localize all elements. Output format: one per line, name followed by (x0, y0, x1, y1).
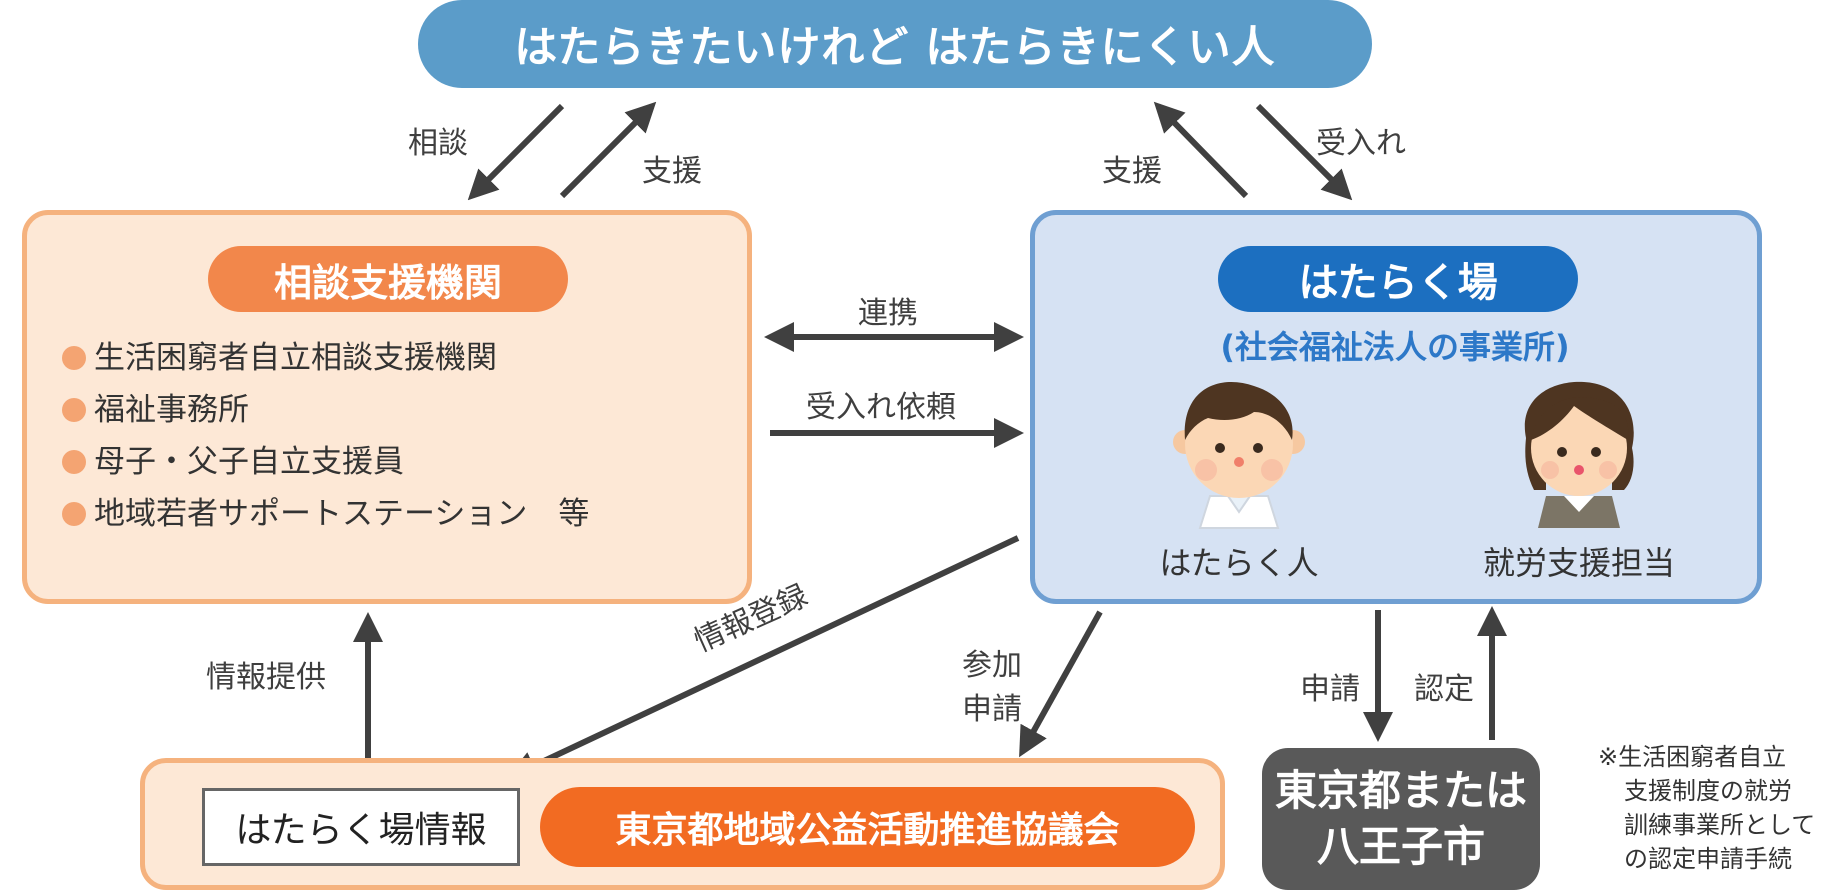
label-support-right: 支援 (1102, 154, 1162, 189)
bullet-icon (62, 502, 86, 526)
bullet-icon (62, 398, 86, 422)
label-certify: 認定 (1414, 672, 1474, 707)
footnote: ※生活困窮者自立 支援制度の就労 訓練事業所として の認定申請手続 (1598, 740, 1815, 876)
footnote-line: ※生活困窮者自立 (1598, 743, 1787, 771)
footnote-line: 訓練事業所として (1624, 811, 1816, 839)
arrow-info-register (506, 535, 1020, 780)
person-label-worker: はたらく人 (1159, 544, 1319, 582)
female-staff-icon (1524, 381, 1634, 528)
label-accept-request: 受入れ依頼 (806, 390, 956, 425)
arrow-participate (1019, 610, 1103, 758)
label-participate-1: 参加 (962, 648, 1022, 683)
consult-item: 福祉事務所 (62, 384, 589, 436)
consult-item: 地域若者サポートステーション 等 (62, 488, 589, 540)
bullet-icon (62, 450, 86, 474)
workplace-title: はたらく場 (1218, 246, 1578, 312)
male-worker-icon (1173, 381, 1305, 529)
label-support-left: 支援 (642, 154, 702, 189)
footnote-line: 支援制度の就労 (1624, 777, 1792, 805)
arrow-support-up-left (559, 101, 657, 199)
label-consult: 相談 (408, 126, 468, 161)
arrow-support-up-right (1153, 101, 1249, 199)
label-apply: 申請 (1300, 672, 1360, 707)
arrow-accept-down (1255, 103, 1353, 201)
person-label-staff: 就労支援担当 (1482, 544, 1675, 582)
council-title: 東京都地域公益活動推進協議会 (540, 787, 1195, 867)
tokyo-hachioji-box: 東京都または 八王子市 (1262, 748, 1540, 890)
consult-item: 生活困窮者自立相談支援機関 (62, 332, 589, 384)
bullet-icon (62, 346, 86, 370)
arrow-consult-down (467, 103, 565, 201)
tokyo-line-2: 八王子市 (1316, 822, 1485, 871)
workplace-subtitle: (社会福祉法人の事業所) (1220, 328, 1570, 366)
consult-support-title: 相談支援機関 (208, 246, 568, 312)
target-person-banner: はたらきたいけれど はたらきにくい人 (418, 0, 1372, 88)
consult-item: 母子・父子自立支援員 (62, 436, 589, 488)
workplace-info-box: はたらく場情報 (202, 788, 520, 866)
label-info-provide: 情報提供 (206, 660, 326, 695)
consult-support-list: 生活困窮者自立相談支援機関 福祉事務所 母子・父子自立支援員 地域若者サポートス… (62, 332, 589, 540)
tokyo-line-1: 東京都または (1274, 766, 1527, 815)
label-cooperate: 連携 (858, 296, 918, 331)
label-accept: 受入れ (1316, 126, 1406, 161)
footnote-line: の認定申請手続 (1624, 845, 1792, 873)
label-participate-2: 申請 (962, 692, 1022, 727)
